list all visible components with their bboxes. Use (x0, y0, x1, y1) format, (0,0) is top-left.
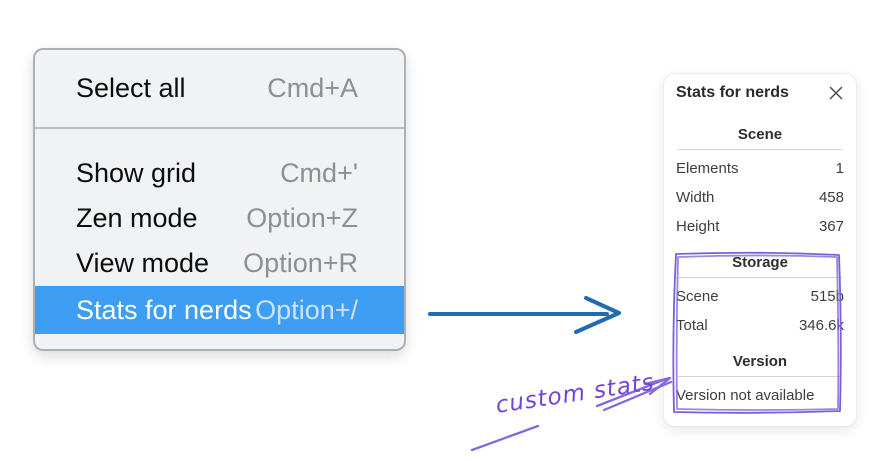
stat-row-height: Height 367 (676, 212, 844, 241)
menu-item-label: Stats for nerds (76, 294, 252, 325)
flow-arrow (428, 296, 621, 334)
section-heading-scene: Scene (737, 126, 783, 143)
section-heading-storage: Storage (732, 254, 788, 271)
stats-panel-header: Stats for nerds (676, 84, 844, 102)
stat-label: Scene (676, 288, 719, 305)
menu-group: Show grid Cmd+' Zen mode Option+Z View m… (35, 129, 404, 334)
menu-item-shortcut: Cmd+A (267, 73, 358, 103)
stat-row-elements: Elements 1 (676, 154, 844, 183)
menu-item-stats-for-nerds[interactable]: Stats for nerds Option+/ (35, 286, 404, 334)
menu-divider (35, 127, 404, 129)
stat-row-width: Width 458 (676, 183, 844, 212)
annotation-label: custom stats (494, 369, 657, 419)
section-divider (678, 376, 842, 377)
section-heading-version: Version (732, 353, 788, 370)
menu-item-view-mode[interactable]: View mode Option+R (35, 241, 404, 286)
stat-value: 367 (818, 218, 844, 235)
stat-value: 1 (835, 160, 844, 177)
menu-item-label: Zen mode (76, 203, 198, 233)
context-menu: Select all Cmd+A Show grid Cmd+' Zen mod… (33, 48, 406, 351)
menu-item-select-all[interactable]: Select all Cmd+A (35, 50, 404, 127)
stats-panel: Stats for nerds Scene Elements 1 Width 4… (663, 73, 857, 427)
stat-label: Elements (676, 160, 739, 177)
menu-item-shortcut: Option+R (243, 248, 358, 278)
stat-row-total-storage: Total 346.6k (676, 311, 844, 340)
version-note: Version not available (676, 387, 815, 404)
menu-item-shortcut: Option+/ (255, 294, 358, 325)
stat-row-scene-storage: Scene 515b (676, 282, 844, 311)
menu-item-label: Select all (76, 73, 186, 103)
section-divider (678, 149, 842, 150)
menu-item-label: Show grid (76, 158, 197, 188)
menu-item-show-grid[interactable]: Show grid Cmd+' (35, 151, 404, 196)
close-icon[interactable] (828, 85, 844, 101)
stat-value: 346.6k (798, 317, 844, 334)
annotation-arrow (470, 376, 673, 452)
menu-item-shortcut: Cmd+' (280, 158, 358, 188)
stat-label: Total (676, 317, 708, 334)
section-divider (678, 277, 842, 278)
stat-value: 458 (818, 189, 844, 206)
stat-label: Width (676, 189, 715, 206)
stat-label: Height (676, 218, 720, 235)
menu-item-label: View mode (76, 248, 210, 278)
stat-value: 515b (810, 288, 844, 305)
menu-item-shortcut: Option+Z (246, 203, 358, 233)
stats-panel-title: Stats for nerds (676, 84, 789, 101)
menu-item-zen-mode[interactable]: Zen mode Option+Z (35, 196, 404, 241)
